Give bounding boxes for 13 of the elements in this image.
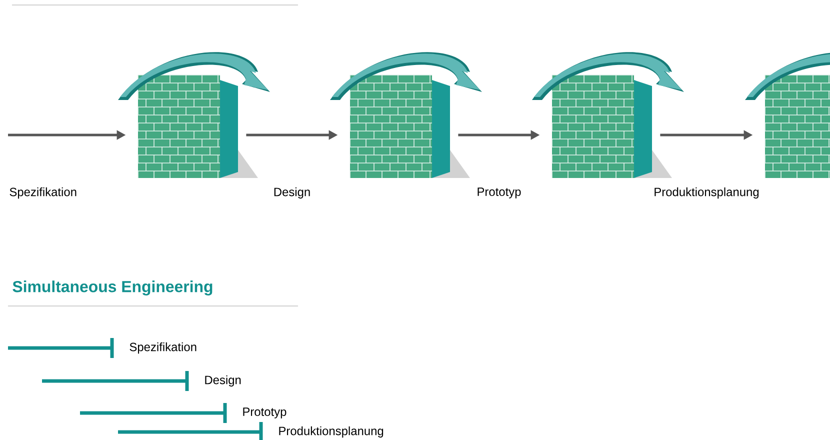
edge-label: Prototyp (476, 186, 522, 200)
brick-wall-drawing (532, 52, 684, 178)
phase-label: Design (205, 375, 241, 387)
phase-label: Produktionsplanung (279, 426, 384, 438)
edge-label: Spezifikation (10, 187, 76, 199)
phase-label: Prototyp (243, 408, 286, 418)
brick-wall-drawing (118, 52, 270, 178)
phase-label: Spezifikation (130, 342, 196, 354)
edge-label: Design (272, 186, 312, 200)
section-heading: Simultaneous Engineering (12, 280, 212, 296)
edge-label: Produktionsplanung (652, 186, 760, 200)
brick-wall-drawing (745, 52, 830, 178)
brick-wall-drawing (330, 52, 482, 178)
